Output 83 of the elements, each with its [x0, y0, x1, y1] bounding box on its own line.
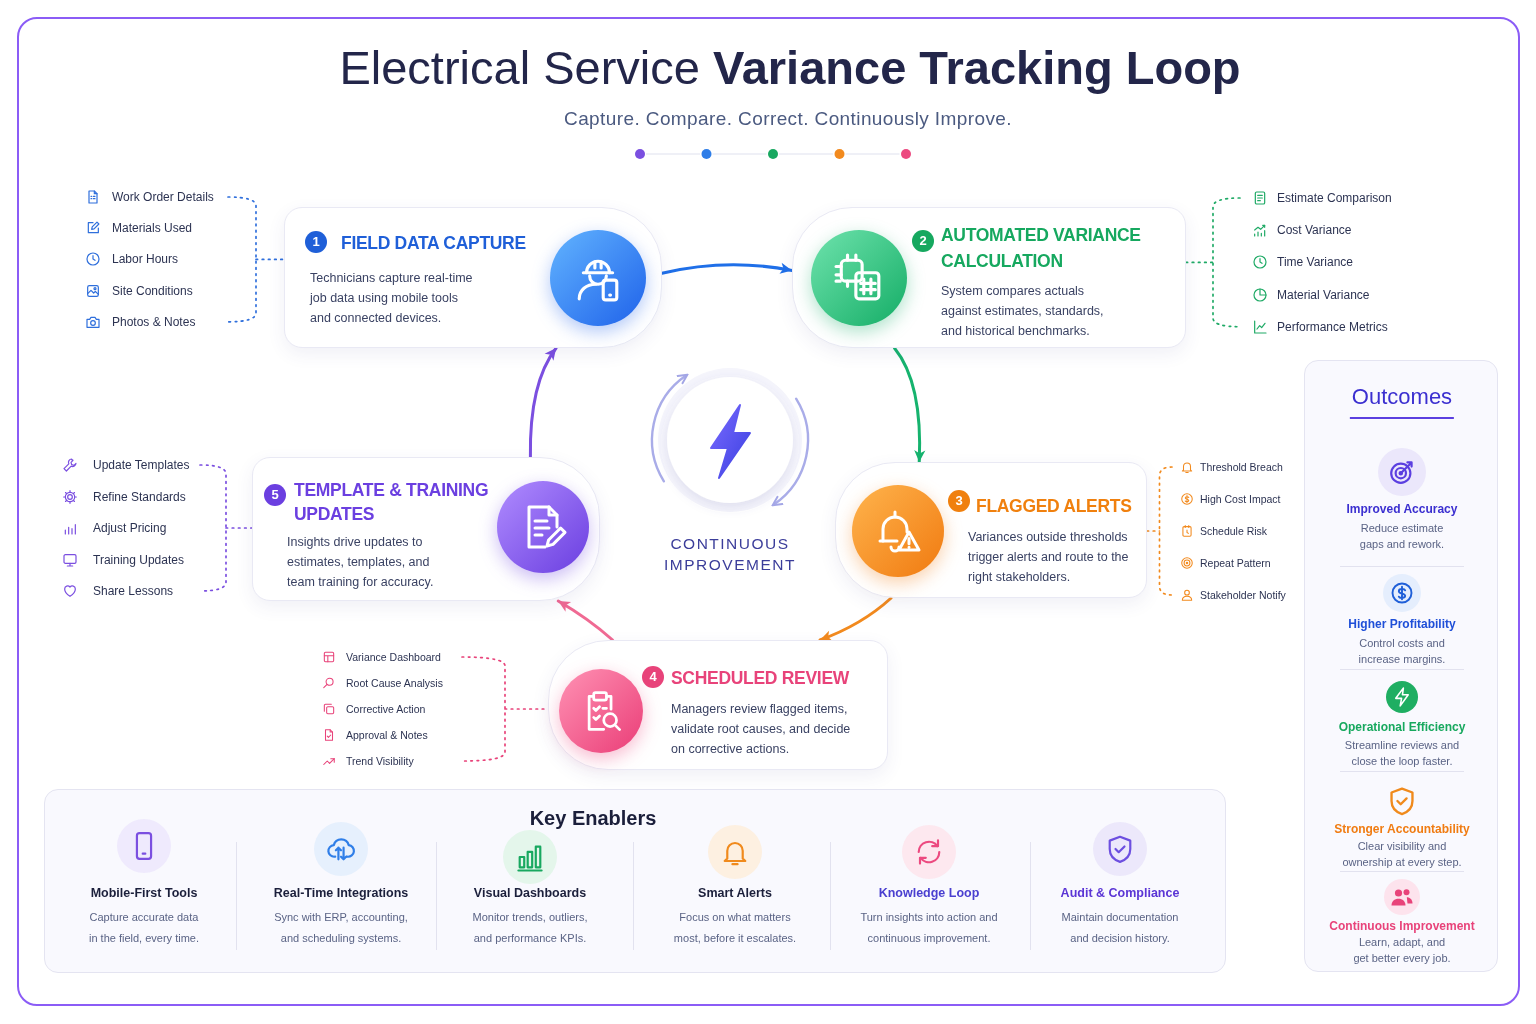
- step-title: SCHEDULED REVIEW: [671, 667, 850, 689]
- enabler-title: Real-Time Integrations: [273, 885, 409, 902]
- enabler-description: Turn insights into action and continuous improvement.: [859, 910, 999, 946]
- list-item-text: Root Cause Analysis: [346, 676, 443, 691]
- list-item-text: High Cost Impact: [1200, 492, 1281, 507]
- outcome-description: Control costs and increase margins.: [1357, 636, 1447, 667]
- enabler-title: Knowledge Loop: [878, 885, 980, 902]
- enabler-title: Audit & Compliance: [1060, 885, 1180, 902]
- dotted-connector: [1146, 466, 1173, 596]
- step-title: FLAGGED ALERTS: [976, 495, 1133, 517]
- curved-arrow: [818, 596, 893, 642]
- outcome-description: Learn, adapt, and get better every job.: [1352, 935, 1452, 966]
- outcome-title: Stronger Accountability: [1334, 821, 1470, 837]
- curved-arrow: [556, 599, 615, 642]
- curved-arrow: [528, 346, 558, 459]
- list-item-text: Work Order Details: [112, 189, 214, 206]
- enabler-title: Visual Dashboards: [473, 885, 587, 902]
- list-item-text: Adjust Pricing: [93, 520, 167, 537]
- outcome-description: Clear visibility and ownership at every step.: [1341, 839, 1463, 870]
- step-description: System compares actuals against estimates, standards, and historical benchmarks.: [941, 283, 1105, 340]
- step-description: Variances outside thresholds trigger alerts and route to the right stakeholders.: [968, 529, 1130, 586]
- enabler-title: Mobile-First Tools: [90, 885, 198, 902]
- step-description: Technicians capture real-time job data using mobile tools and connected devices.: [310, 270, 474, 327]
- step-card: [548, 640, 888, 770]
- step-title: FIELD DATA CAPTURE: [341, 232, 527, 254]
- list-item-text: Estimate Comparison: [1277, 190, 1392, 207]
- enabler-description: Monitor trends, outliers, and performance KPIs.: [471, 910, 589, 946]
- list-item-text: Cost Variance: [1277, 222, 1352, 240]
- step-card: [792, 207, 1186, 348]
- dotted-connector: [1185, 197, 1241, 328]
- step-number-badge: 2: [912, 230, 934, 252]
- step-description: Insights drive updates to estimates, templates, and team training for accuracy.: [287, 534, 435, 591]
- list-item-text: Approval & Notes: [346, 728, 428, 743]
- step-card: [284, 207, 662, 348]
- list-item-text: Time Variance: [1277, 254, 1354, 272]
- diagram-title: Electrical Service Variance Tracking Loop: [339, 40, 1241, 96]
- outcome-description: Reduce estimate gaps and rework.: [1358, 521, 1446, 552]
- list-item-text: Threshold Breach: [1200, 460, 1283, 475]
- list-item-text: Corrective Action: [346, 702, 426, 717]
- step-title: AUTOMATED VARIANCE CALCULATION: [941, 224, 1142, 273]
- panel-heading: Outcomes: [1349, 383, 1455, 419]
- hub-label: CONTINUOUS IMPROVEMENT: [663, 534, 797, 575]
- list-item-text: Share Lessons: [93, 583, 174, 600]
- outcome-title: Operational Efficiency: [1338, 719, 1466, 735]
- outcome-title: Continuous Improvement: [1329, 918, 1475, 934]
- step-number-badge: 1: [305, 231, 327, 253]
- step-description: Managers review flagged items, validate root causes, and decide on corrective actions.: [671, 701, 852, 758]
- list-item-text: Performance Metrics: [1277, 318, 1388, 336]
- list-item-text: Variance Dashboard: [346, 650, 441, 665]
- dotted-connector: [227, 196, 285, 323]
- enabler-title: Smart Alerts: [698, 885, 772, 902]
- enabler-description: Capture accurate data in the field, every time.: [87, 910, 201, 946]
- list-item-text: Trend Visibility: [346, 754, 414, 769]
- list-item-text: Schedule Risk: [1200, 524, 1268, 539]
- list-item-text: Site Conditions: [112, 282, 193, 300]
- outcome-title: Higher Profitability: [1348, 616, 1456, 632]
- step-title: TEMPLATE & TRAINING UPDATES: [294, 479, 490, 526]
- enablers-panel: [44, 789, 1226, 973]
- list-item-text: Refine Standards: [93, 488, 186, 506]
- curved-arrow: [892, 346, 926, 464]
- list-item-text: Repeat Pattern: [1200, 556, 1271, 571]
- list-item-text: Material Variance: [1277, 286, 1370, 304]
- list-item-text: Stakeholder Notify: [1200, 588, 1286, 603]
- step-number-badge: 3: [948, 490, 970, 512]
- list-item-text: Materials Used: [112, 220, 193, 238]
- step-number-badge: 5: [264, 484, 286, 506]
- enabler-description: Focus on what matters most, before it escalates.: [672, 910, 798, 946]
- outcome-description: Streamline reviews and close the loop faster.: [1343, 738, 1461, 769]
- dotted-connector: [199, 464, 253, 592]
- step-card: [835, 462, 1147, 598]
- list-item-text: Photos & Notes: [112, 313, 196, 331]
- outcomes-panel: [1304, 360, 1498, 972]
- list-item-text: Labor Hours: [112, 251, 179, 269]
- subtitle: Capture. Compare. Correct. Continuously Improve.: [564, 107, 1012, 131]
- panel-heading: Key Enablers: [529, 806, 657, 831]
- list-item-text: Training Updates: [93, 551, 184, 569]
- step-card: [252, 457, 600, 601]
- step-number-badge: 4: [642, 666, 664, 688]
- list-item-text: Update Templates: [93, 457, 190, 474]
- curved-arrow: [660, 262, 794, 275]
- enabler-description: Maintain documentation and decision history.: [1060, 910, 1180, 946]
- enabler-description: Sync with ERP, accounting, and scheduling systems.: [273, 910, 409, 946]
- outcome-title: Improved Accuracy: [1346, 501, 1458, 517]
